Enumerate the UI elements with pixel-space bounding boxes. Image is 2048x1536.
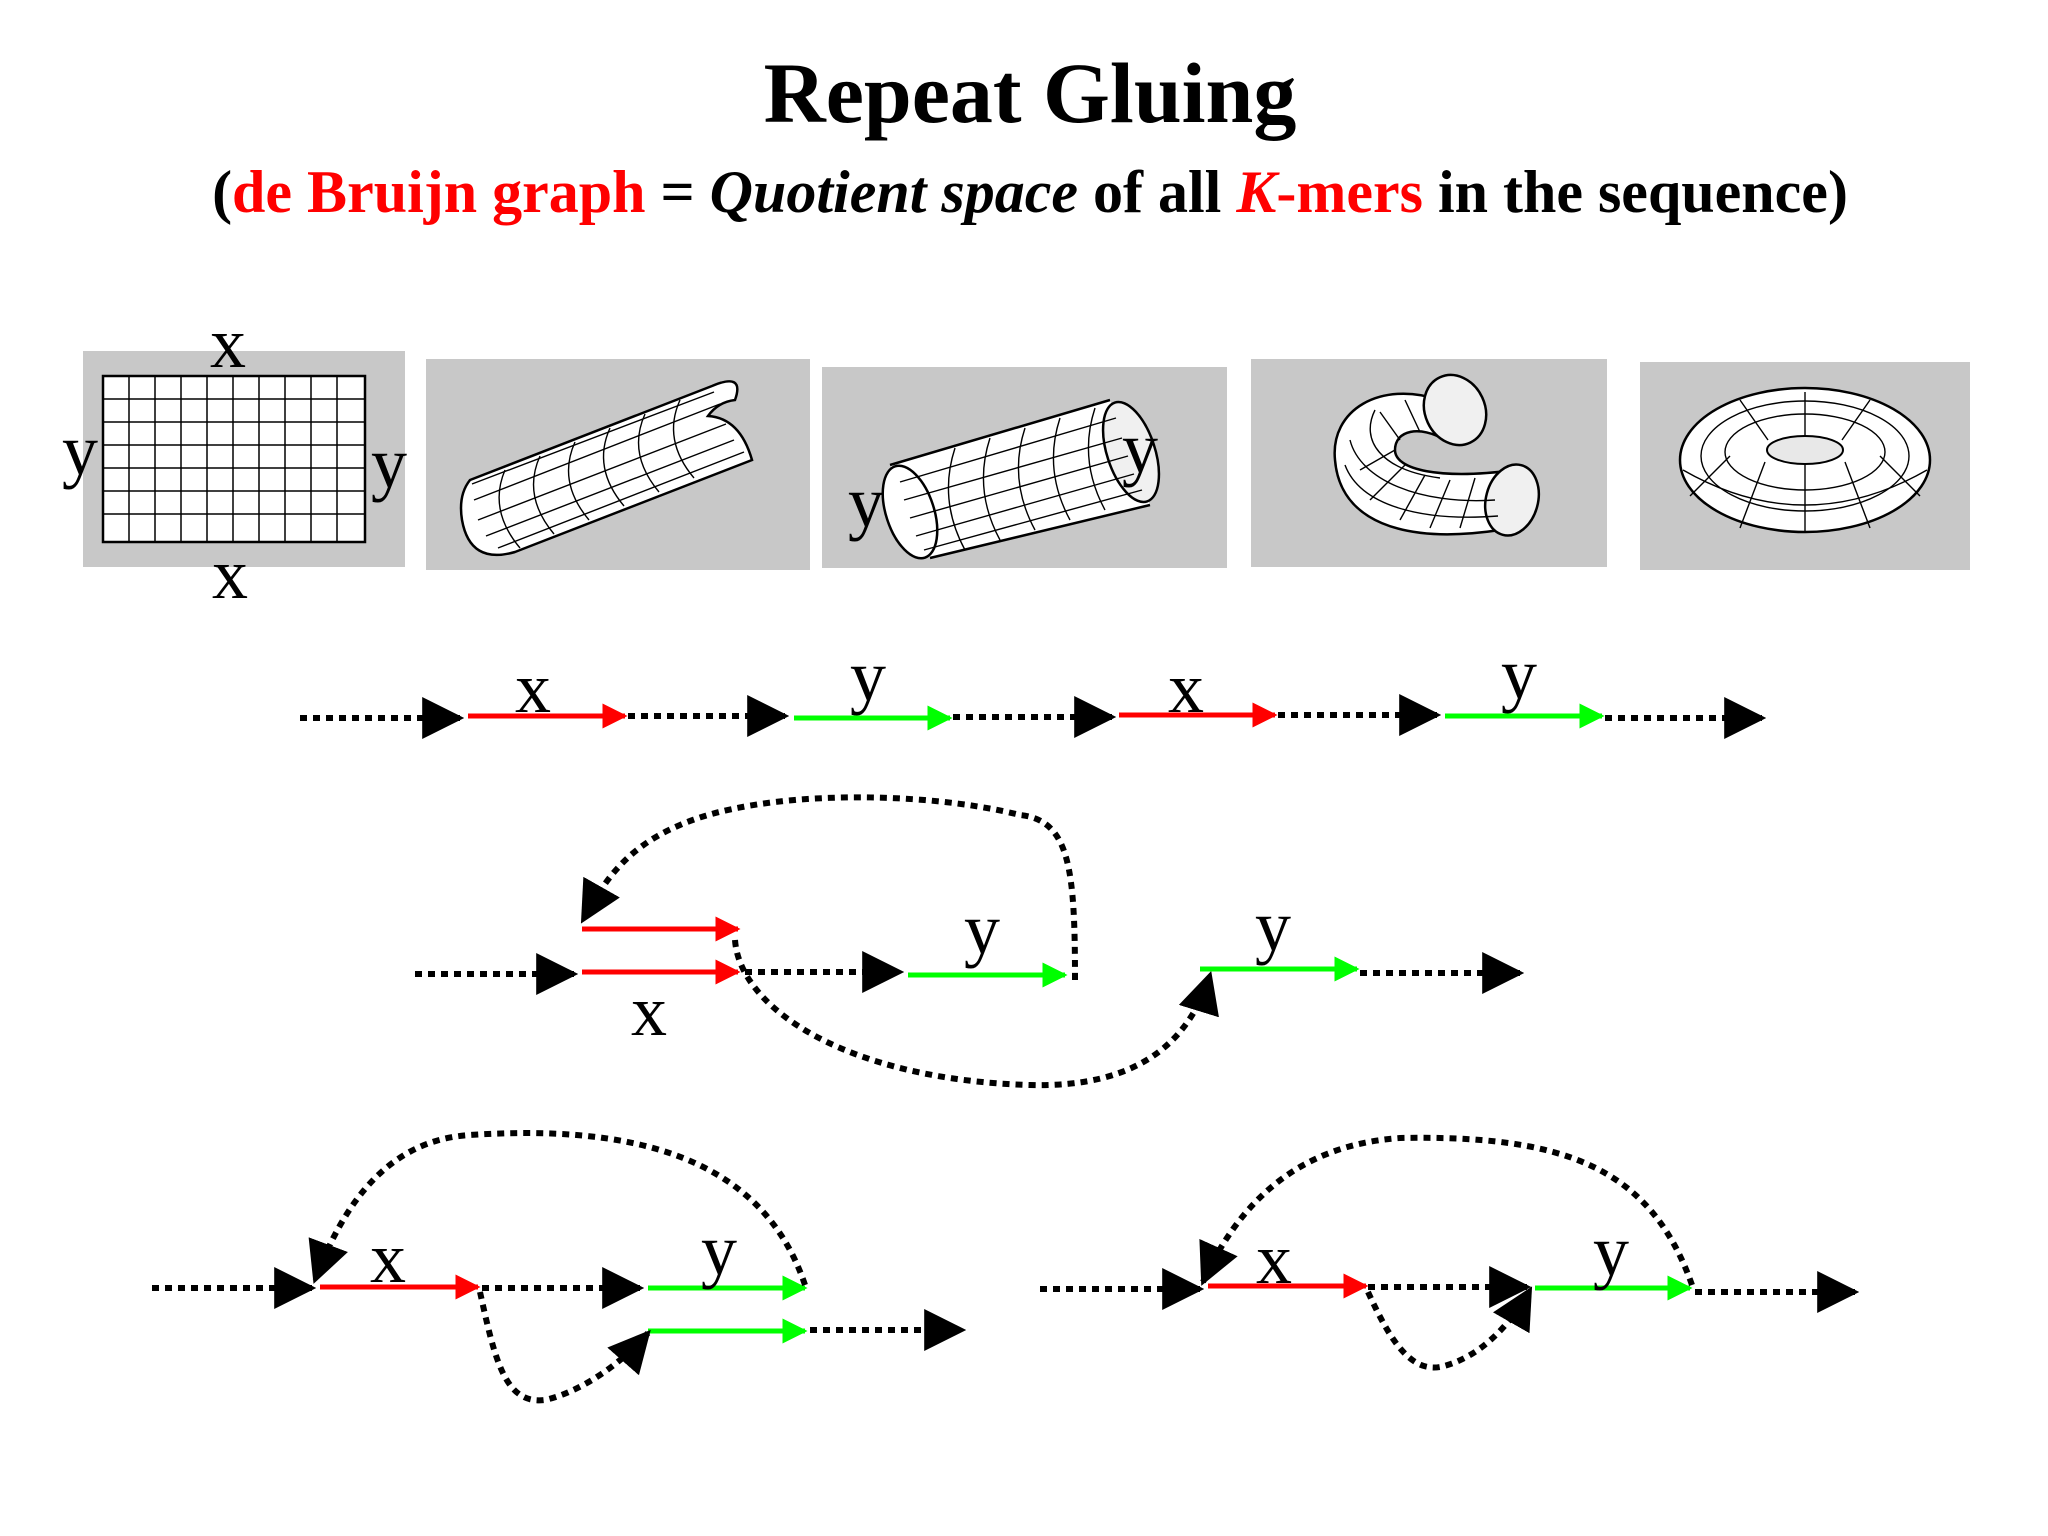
bent-tube-icon: [1251, 359, 1607, 567]
cylinder-right-label: y: [1122, 408, 1158, 488]
seq-x1-label: x: [515, 648, 551, 728]
slide-subtitle: (de Bruijn graph = Quotient space of all…: [212, 159, 1848, 225]
torus-icon: [1640, 362, 1970, 570]
x-glued-path: [415, 794, 1525, 1089]
de-bruijn-term: de Bruijn graph: [232, 159, 645, 225]
open-cylinder-icon: [426, 359, 810, 570]
seq-y1-label: y: [850, 636, 886, 716]
glued-y2-label: y: [1255, 886, 1291, 966]
glued-y1-label: y: [964, 889, 1000, 969]
y-gluing-path: [152, 1130, 967, 1404]
grid-right-label: y: [371, 423, 407, 503]
grid-left-label: y: [62, 410, 98, 490]
fully-glued-path: [1040, 1134, 1860, 1371]
glued-x-label: x: [631, 971, 667, 1051]
gluing-y-label: y: [701, 1210, 737, 1290]
gluing-x-label: x: [370, 1218, 406, 1298]
quotient-space-term: Quotient space: [710, 159, 1078, 225]
grid-top-label: x: [210, 303, 246, 383]
k-variable: K: [1235, 159, 1280, 225]
grid-rectangle-icon: [83, 351, 405, 567]
seq-x2-label: x: [1168, 648, 1204, 728]
glued-final-y-label: y: [1593, 1211, 1629, 1291]
cylinder-left-label: y: [848, 462, 884, 542]
linear-sequence-path: [300, 694, 1767, 739]
grid-bottom-label: x: [212, 534, 248, 614]
seq-y2-label: y: [1501, 634, 1537, 714]
glued-final-x-label: x: [1256, 1219, 1292, 1299]
closed-cylinder-icon: [822, 367, 1227, 568]
slide-title: Repeat Gluing: [764, 45, 1297, 141]
